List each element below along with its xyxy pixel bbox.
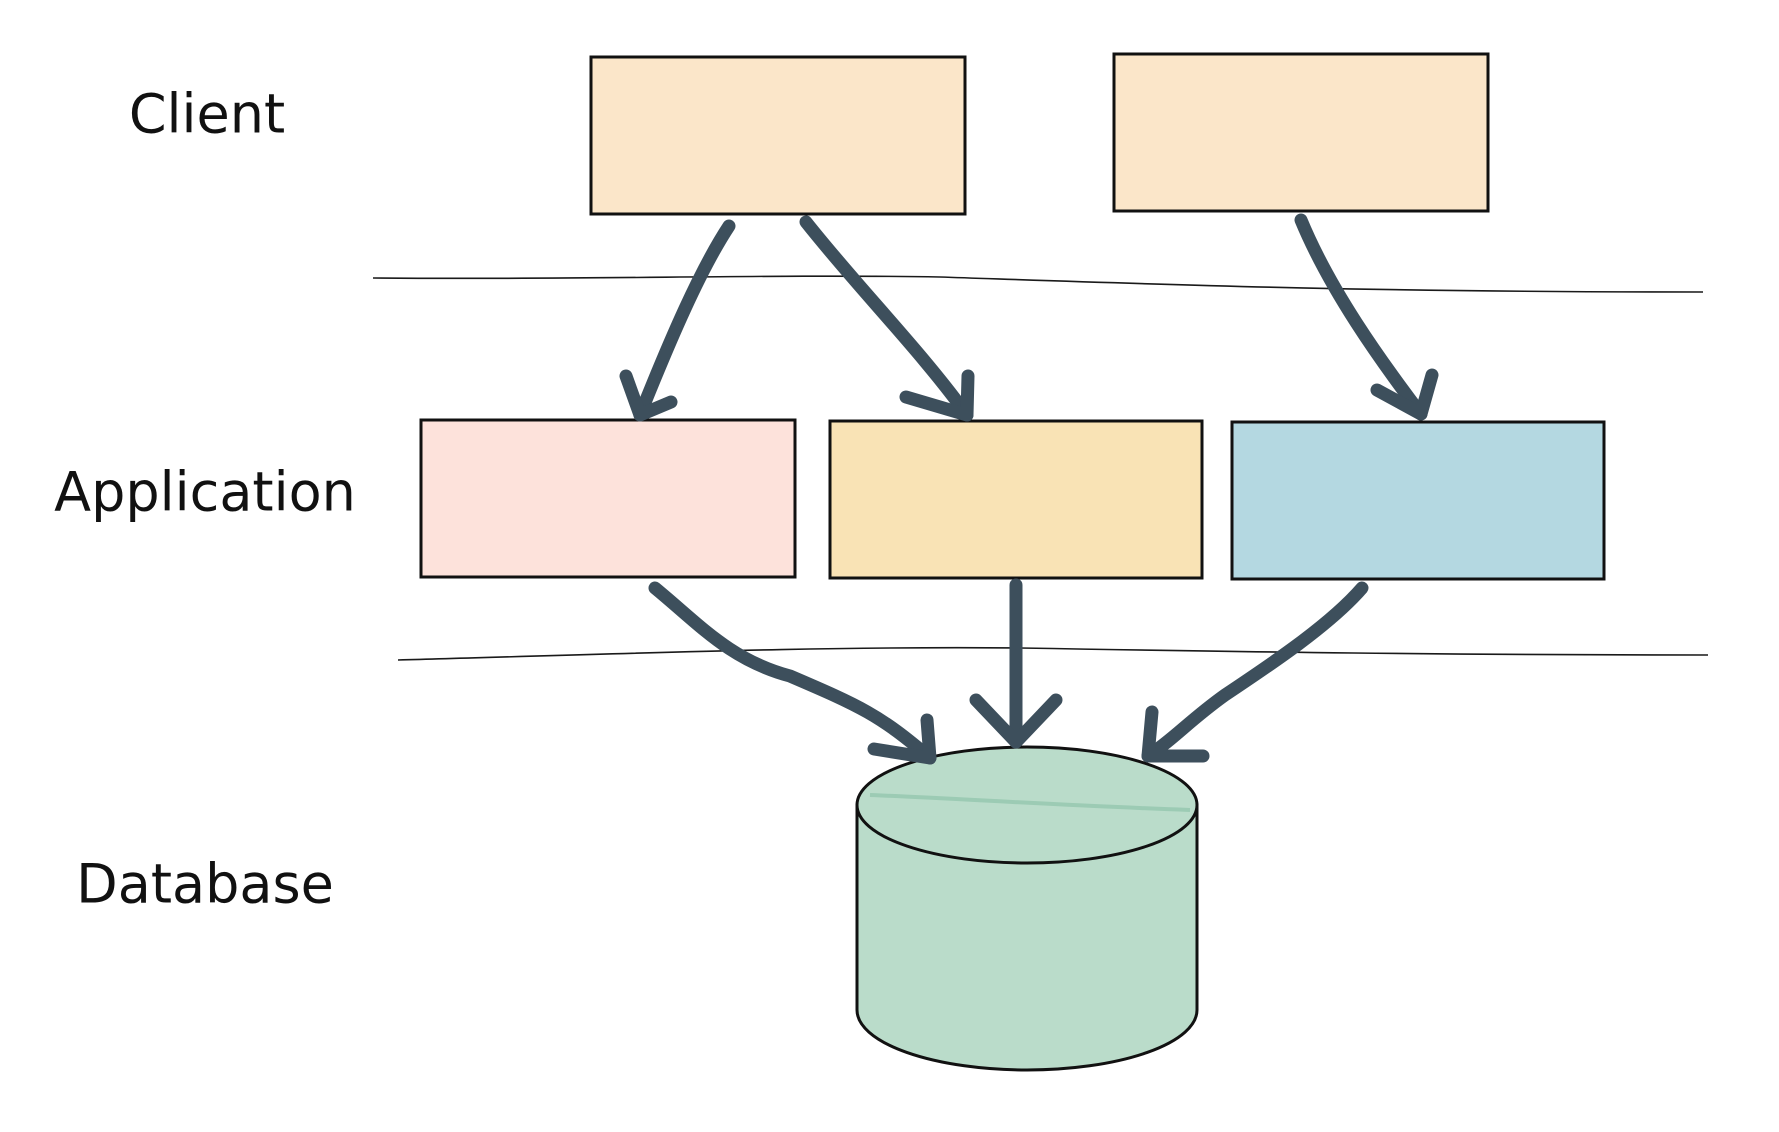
tier-label-application: Application [54, 461, 356, 524]
tier-label-client: Client [129, 83, 285, 146]
arrow-client1-to-app1 [619, 219, 736, 422]
client-box-1 [589, 55, 967, 216]
arrow-client2-to-app3 [1294, 213, 1439, 421]
divider-client-application [372, 275, 1704, 293]
database-top [855, 745, 1199, 865]
application-box-3 [1230, 420, 1606, 581]
arrow-app2-to-database [969, 578, 1063, 749]
database-highlight [869, 793, 1191, 812]
divider-application-database [397, 646, 1709, 661]
arrow-app1-to-database [648, 581, 937, 765]
arrow-app3-to-database [1141, 581, 1369, 763]
database-cylinder [855, 745, 1199, 1072]
application-box-2 [828, 419, 1204, 580]
tier-label-database: Database [76, 853, 334, 916]
application-box-1 [419, 418, 797, 579]
client-box-2 [1112, 52, 1490, 213]
database-body [855, 803, 1199, 1072]
arrow-client1-to-app2 [799, 215, 975, 422]
